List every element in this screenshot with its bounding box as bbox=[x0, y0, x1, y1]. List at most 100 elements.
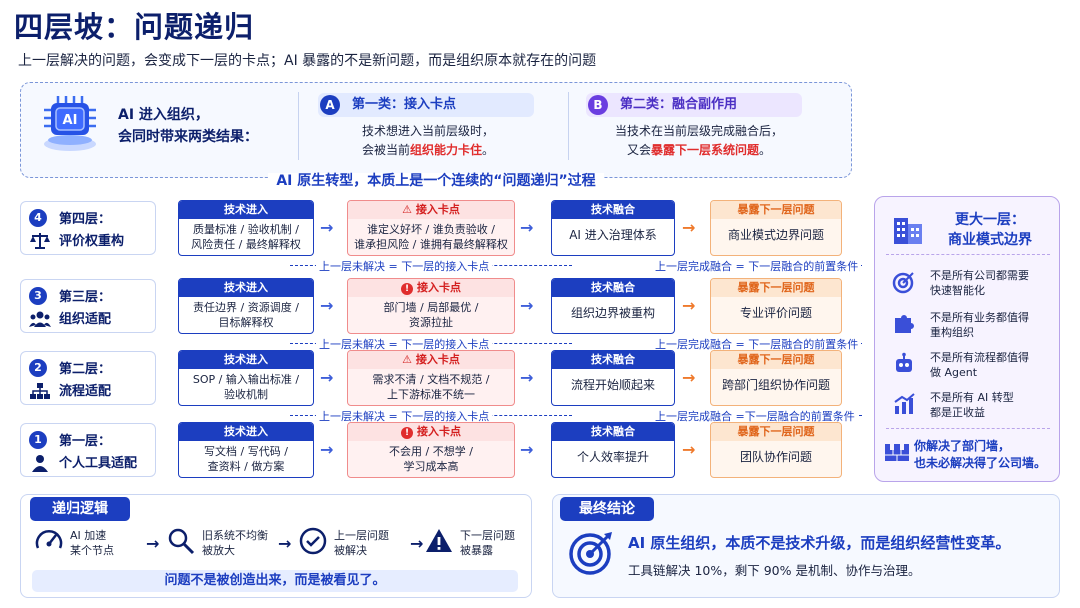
recursion-step-line2: 被暴露 bbox=[460, 544, 493, 557]
right-panel-item-line2: 快速智能化 bbox=[930, 284, 985, 297]
warning-icon: ! bbox=[401, 427, 413, 439]
expose-card: 暴露下一层问题跨部门组织协作问题 bbox=[710, 350, 842, 406]
arrow-right-icon: → bbox=[682, 440, 696, 459]
conclusion-sub: 工具链解决 10%，剩下 90% 是机制、协作与治理。 bbox=[628, 563, 921, 578]
block-header-label: 接入卡点 bbox=[417, 425, 461, 438]
right-panel-item-line1: 不是所有业务都值得 bbox=[930, 311, 1029, 324]
block-line: 谁定义好坏 / 谁负责验收 / bbox=[367, 223, 495, 236]
tech-enter-line: 风险责任 / 最终解释权 bbox=[191, 238, 301, 251]
loop-label-right: 上一层完成融合 =下一层融合的前置条件 bbox=[652, 408, 858, 424]
tech-fuse-header: 技术融合 bbox=[552, 201, 674, 219]
recursion-step-line2: 被放大 bbox=[202, 544, 235, 557]
right-panel-item-line2: 重构组织 bbox=[930, 326, 974, 339]
layer-sub: 个人工具适配 bbox=[59, 456, 138, 471]
expose-body: 商业模式边界问题 bbox=[727, 228, 824, 242]
intro-text: AI 进入组织， 会同时带来两类结果： bbox=[118, 104, 258, 148]
magnifier-icon bbox=[166, 526, 196, 560]
layer-sub: 评价权重构 bbox=[59, 234, 125, 249]
arrow-right-icon: → bbox=[278, 534, 292, 553]
layer-badge: 1 bbox=[29, 431, 47, 449]
expose-header: 暴露下一层问题 bbox=[711, 201, 841, 219]
loop-right-text: 上一层完成融合 = 下一层融合的前置条件 bbox=[652, 338, 862, 351]
tech-fuse-card: 技术融合组织边界被重构 bbox=[551, 278, 675, 334]
loop-label-left: 上一层未解决 = 下一层的接入卡点 bbox=[316, 258, 493, 274]
expose-header: 暴露下一层问题 bbox=[711, 423, 841, 441]
warning-icon: ⚠ bbox=[402, 353, 416, 366]
right-panel-item: 不是所有流程都值得做 Agent bbox=[930, 350, 1054, 380]
ai-chip-icon: AI bbox=[44, 96, 96, 151]
loop-left-text: 上一层未解决 = 下一层的接入卡点 bbox=[316, 260, 493, 273]
loop-left-text: 上一层未解决 = 下一层的接入卡点 bbox=[316, 410, 493, 423]
tech-enter-body: SOP / 输入输出标准 /验收机制 bbox=[179, 369, 313, 402]
arrow-right-icon: → bbox=[520, 368, 534, 387]
tech-enter-header: 技术进入 bbox=[179, 351, 313, 369]
tech-fuse-card: 技术融合流程开始顺起来 bbox=[551, 350, 675, 406]
block-body: 需求不清 / 文档不规范 /上下游标准不统一 bbox=[348, 369, 514, 402]
block-card: ⚠ 接入卡点需求不清 / 文档不规范 /上下游标准不统一 bbox=[347, 350, 515, 406]
expose-body: 团队协作问题 bbox=[739, 450, 812, 464]
tech-enter-card: 技术进入质量标准 / 验收机制 /风险责任 / 最终解释权 bbox=[178, 200, 314, 256]
category-a-desc-line1: 技术想进入当前层级时， bbox=[361, 124, 494, 138]
tech-enter-line: 查资料 / 做方案 bbox=[207, 460, 285, 473]
arrow-right-icon: → bbox=[320, 218, 334, 237]
tech-enter-card: 技术进入写文档 / 写代码 /查资料 / 做方案 bbox=[178, 422, 314, 478]
conclusion-main: AI 原生组织，本质不是技术升级，而是组织经营性变革。 bbox=[628, 534, 1011, 552]
arrow-right-icon: → bbox=[520, 218, 534, 237]
recursion-title: 递归逻辑 bbox=[30, 497, 130, 521]
loop-label-right: 上一层完成融合 = 下一层融合的前置条件 bbox=[652, 336, 862, 352]
loop-label-right: 上一层完成融合 = 下一层融合的前置条件 bbox=[652, 258, 862, 274]
wall-icon bbox=[885, 444, 909, 461]
tech-fuse-card: 技术融合个人效率提升 bbox=[551, 422, 675, 478]
layer-badge: 4 bbox=[29, 209, 47, 227]
recursion-step-line1: 旧系统不均衡 bbox=[202, 529, 268, 542]
layer-name: 第一层： bbox=[59, 434, 112, 449]
loop-left-text: 上一层未解决 = 下一层的接入卡点 bbox=[316, 338, 493, 351]
layer-sub: 流程适配 bbox=[59, 384, 112, 399]
block-header: ⚠ 接入卡点 bbox=[348, 351, 514, 369]
recursion-step: AI 加速某个节点 bbox=[70, 528, 150, 558]
block-card: ⚠ 接入卡点谁定义好坏 / 谁负责验收 /谁承担风险 / 谁拥有最终解释权 bbox=[347, 200, 515, 256]
right-panel-item: 不是所有 AI 转型都是正收益 bbox=[930, 390, 1054, 420]
tech-fuse-header: 技术融合 bbox=[552, 279, 674, 297]
block-header: ⚠ 接入卡点 bbox=[348, 201, 514, 219]
category-b-badge: B bbox=[588, 95, 608, 115]
tech-fuse-body: AI 进入治理体系 bbox=[569, 228, 657, 242]
warning-icon bbox=[424, 526, 454, 560]
warning-icon: ! bbox=[401, 283, 413, 295]
layer-badge: 2 bbox=[29, 359, 47, 377]
recursion-footer: 问题不是被创造出来，而是被看见了。 bbox=[32, 570, 518, 592]
expose-header: 暴露下一层问题 bbox=[711, 351, 841, 369]
category-b-desc-line1: 当技术在当前层级完成融合后， bbox=[614, 124, 783, 138]
block-body: 部门墙 / 局部最优 /资源拉扯 bbox=[348, 297, 514, 330]
right-panel-item-line2: 做 Agent bbox=[930, 366, 978, 379]
tech-enter-body: 质量标准 / 验收机制 /风险责任 / 最终解释权 bbox=[179, 219, 313, 252]
bar-chart-icon bbox=[892, 392, 916, 420]
category-b-desc-line2: 又会暴露下一层系统问题。 bbox=[626, 143, 772, 157]
block-line: 不会用 / 不想学 / bbox=[389, 445, 473, 458]
right-panel-item: 不是所有业务都值得重构组织 bbox=[930, 310, 1054, 340]
arrow-right-icon: → bbox=[320, 296, 334, 315]
tech-fuse-body: 流程开始顺起来 bbox=[570, 378, 655, 392]
loop-right-text: 上一层完成融合 =下一层融合的前置条件 bbox=[652, 410, 858, 423]
loop-label-left: 上一层未解决 = 下一层的接入卡点 bbox=[316, 336, 493, 352]
recursion-step: 上一层问题被解决 bbox=[334, 528, 414, 558]
block-body: 不会用 / 不想学 /学习成本高 bbox=[348, 441, 514, 474]
block-header-label: 接入卡点 bbox=[415, 203, 460, 216]
chip-label: AI bbox=[63, 113, 78, 128]
recursion-step-line1: AI 加速 bbox=[70, 529, 107, 542]
layer-label-1[interactable]: 1 第一层： 个人工具适配 bbox=[20, 423, 156, 477]
layer-name: 第三层： bbox=[59, 290, 112, 305]
category-b-title: 第二类：融合副作用 bbox=[586, 93, 802, 117]
block-line: 需求不清 / 文档不规范 / bbox=[372, 373, 490, 386]
block-line: 资源拉扯 bbox=[409, 316, 453, 329]
expose-body: 跨部门组织协作问题 bbox=[721, 378, 830, 392]
tech-enter-body: 写文档 / 写代码 /查资料 / 做方案 bbox=[179, 441, 313, 474]
category-a-badge: A bbox=[320, 95, 340, 115]
recursion-step-line1: 上一层问题 bbox=[334, 529, 389, 542]
block-header-label: 接入卡点 bbox=[415, 353, 460, 366]
recursion-step-line1: 下一层问题 bbox=[460, 529, 515, 542]
